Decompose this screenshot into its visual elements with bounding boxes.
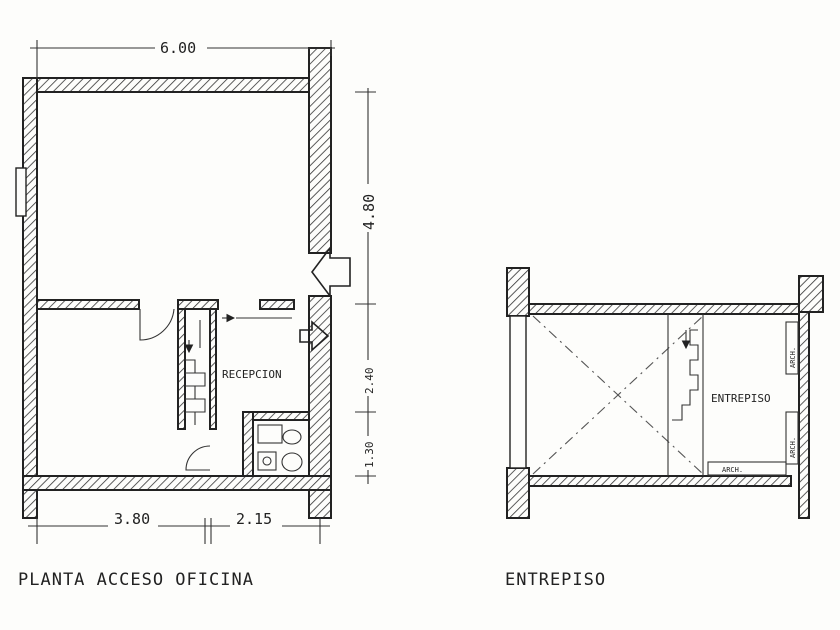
tag-archive-bottom: ARCH. bbox=[722, 466, 743, 474]
staircase bbox=[184, 320, 206, 425]
caption-planta-acceso: PLANTA ACCESO OFICINA bbox=[18, 570, 254, 590]
door-swing-left bbox=[139, 308, 175, 341]
entry-arrow-lower bbox=[299, 320, 330, 352]
door-swing-bottom bbox=[185, 445, 211, 471]
entry-arrow-upper bbox=[311, 245, 351, 299]
dim-right-lower: 1.30 bbox=[363, 442, 376, 469]
wall-entrepiso-left-upper bbox=[506, 267, 530, 317]
wall-entrepiso-right-upper bbox=[798, 275, 824, 313]
shelf-archive-bottom bbox=[707, 461, 787, 476]
plan-entrepiso: ENTREPISO ARCH. ARCH. ARCH. ENTREPISO bbox=[505, 267, 824, 590]
caption-entrepiso: ENTREPISO bbox=[505, 570, 606, 590]
dim-top: 6.00 bbox=[30, 38, 335, 78]
shelf-archive-side-bottom bbox=[785, 411, 799, 465]
wall-entrepiso-left-opening bbox=[509, 315, 527, 469]
dim-right-mid: 2.40 bbox=[363, 368, 376, 395]
wall-left bbox=[22, 77, 38, 519]
window-left bbox=[15, 167, 27, 217]
dim-top-width: 6.00 bbox=[160, 39, 196, 57]
wall-interior-mid bbox=[177, 299, 219, 310]
wall-interior-left bbox=[36, 299, 140, 310]
tag-archive-side-top: ARCH. bbox=[789, 347, 797, 368]
wall-bottom bbox=[22, 475, 332, 491]
dim-right-upper: 4.80 bbox=[360, 194, 378, 230]
room-label-entrepiso: ENTREPISO bbox=[711, 392, 771, 405]
stair-wall-right bbox=[209, 308, 217, 430]
tag-archive-side-bottom: ARCH. bbox=[789, 437, 797, 458]
wall-entrepiso-top bbox=[528, 303, 800, 315]
wall-right-upper bbox=[308, 47, 332, 254]
dim-bottom-right: 2.15 bbox=[236, 510, 272, 528]
plan-acceso-oficina: RECEPCION 6.00 4.80 2.40 1.30 bbox=[15, 38, 378, 590]
dim-bottom-left: 3.80 bbox=[114, 510, 150, 528]
wall-entrepiso-right bbox=[798, 311, 810, 519]
wall-interior-right bbox=[259, 299, 295, 310]
wall-entrepiso-left-lower bbox=[506, 467, 530, 519]
stair-wall-left bbox=[177, 308, 186, 430]
wall-top bbox=[36, 77, 310, 93]
bathroom bbox=[242, 411, 310, 477]
room-label-recepcion: RECEPCION bbox=[222, 368, 282, 381]
shelf-archive-side-top bbox=[785, 321, 799, 375]
dim-bottom: 3.80 2.15 bbox=[28, 510, 330, 544]
wall-entrepiso-bottom bbox=[528, 475, 792, 487]
void-diagonal-2 bbox=[532, 315, 704, 475]
dim-right: 4.80 2.40 1.30 bbox=[355, 88, 378, 484]
staircase-entrepiso bbox=[672, 314, 704, 476]
